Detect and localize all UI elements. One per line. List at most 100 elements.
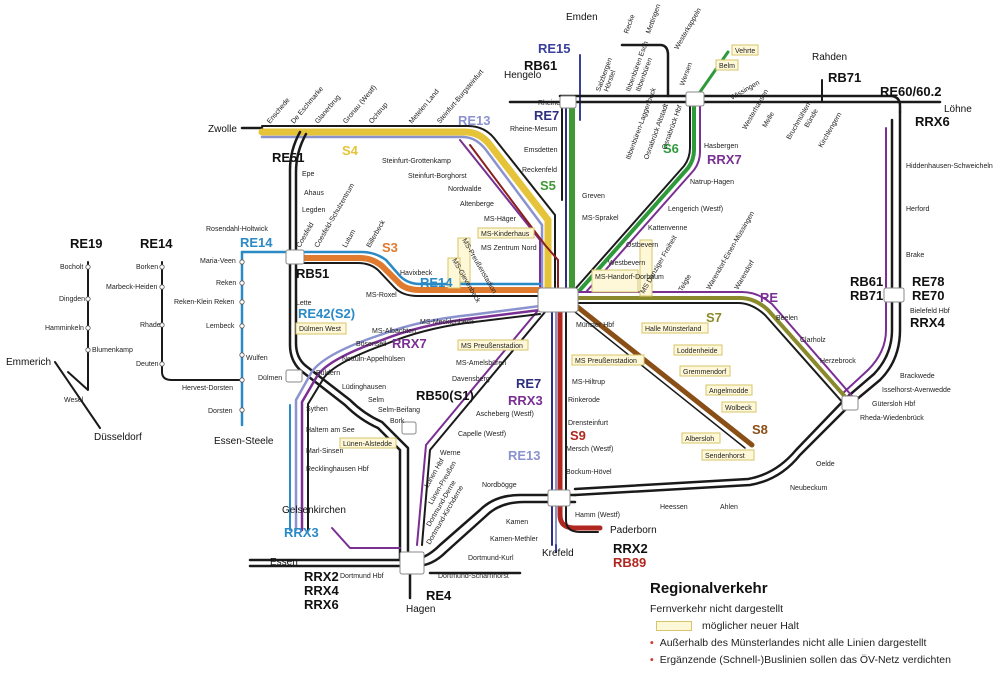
station-ms-hiltrup: MS-Hiltrup <box>572 379 605 386</box>
track-osnabrueck-north <box>620 43 670 98</box>
line-rrx2-pb: RRX2 <box>613 541 648 556</box>
station-halle-ml: Halle Münsterland <box>645 326 702 333</box>
station-lette: Lette <box>296 300 312 307</box>
station-dortmund-scharnhorst: Dortmund-Scharnhorst <box>438 573 509 580</box>
track-s6 <box>578 102 696 292</box>
bullet-icon: • <box>650 637 654 649</box>
station-ms-preussen-s: MS Preußenstadion <box>575 358 637 365</box>
line-s6: S6 <box>663 141 679 156</box>
dot <box>85 347 91 353</box>
station-kamen: Kamen <box>506 519 528 526</box>
new-stop-swatch <box>656 621 692 632</box>
track-rrx7-osn <box>585 103 701 293</box>
station-mersch: Mersch (Westf) <box>566 446 613 453</box>
station-maria-veen: Maria-Veen <box>200 258 236 265</box>
station-ms-sprakel: MS-Sprakel <box>582 215 619 222</box>
station-kirchlengern: Kirchlengern <box>818 111 844 149</box>
track-emmerich-duesseldorf <box>54 361 101 429</box>
dot <box>239 352 245 358</box>
line-rb71-top: RB71 <box>828 70 861 85</box>
city-essen: Essen <box>270 557 298 568</box>
station-borken: Borken <box>136 264 158 271</box>
track-warendorf-black <box>574 302 845 405</box>
new-stop-gievenbeck <box>447 257 461 289</box>
station-hamm: Hamm (Westf) <box>575 512 620 519</box>
line-s8: S8 <box>752 422 768 437</box>
station-ascheberg: Ascheberg (Westf) <box>476 411 534 418</box>
station-duelmen: Dülmen <box>258 375 282 382</box>
station-davensberg: Davensberg <box>452 376 490 383</box>
city-hengelo: Hengelo <box>504 70 542 81</box>
station-gremmendorf: Gremmendorf <box>683 369 726 376</box>
city-emmerich: Emmerich <box>6 357 51 368</box>
legend-note-1-text: Außerhalb des Münsterlandes nicht alle L… <box>659 637 927 649</box>
dot <box>239 280 245 286</box>
dot <box>159 284 165 290</box>
station-beelen: Beelen <box>776 315 798 322</box>
station-rheine: Rheine <box>538 100 560 107</box>
new-stop-kinderhaus <box>477 227 535 239</box>
station-ms-preussen-w: MS Preußenstadion <box>461 343 523 350</box>
station-albersloh: Albersloh <box>685 436 714 443</box>
line-s3: S3 <box>382 240 398 255</box>
station-lembeck: Lembeck <box>206 323 235 330</box>
station-recklinghausen: Recklinghausen Hbf <box>306 466 369 473</box>
station-greven: Greven <box>582 193 605 200</box>
station-reckenfeld: Reckenfeld <box>522 167 557 174</box>
line-rb61-right: RB61 <box>850 274 883 289</box>
station-lengerich: Lengerich (Westf) <box>668 206 723 213</box>
station-ms-roxel: MS-Roxel <box>366 292 397 299</box>
line-re4: RE4 <box>426 588 452 603</box>
legend-subtitle: Fernverkehr nicht dargestellt <box>650 603 784 615</box>
new-stop-danziger <box>639 239 653 297</box>
line-re51: RE51 <box>272 150 305 165</box>
station-emsdetten: Emsdetten <box>524 147 558 154</box>
line-rb50: RB50(S1) <box>416 388 474 403</box>
hub-osnabrueck <box>685 91 705 107</box>
station-nordboegge: Nordbögge <box>482 482 517 489</box>
line-re60: RE60/60.2 <box>880 84 941 99</box>
dot <box>85 296 91 302</box>
track-re-warendorf <box>574 291 853 397</box>
track-s4-gronau <box>258 128 552 294</box>
station-epe: Epe <box>302 171 315 178</box>
station-recke: Recke <box>623 14 636 35</box>
station-heessen: Heessen <box>660 504 688 511</box>
station-neubeckum: Neubeckum <box>790 485 828 492</box>
legend-new-stop-text: möglicher neuer Halt <box>702 620 799 632</box>
line-re13-mid: RE13 <box>508 448 541 463</box>
line-rrx3-mid: RRX3 <box>508 393 543 408</box>
station-sythen: Sythen <box>306 406 328 413</box>
line-s4: S4 <box>342 143 359 158</box>
station-kamen-methler: Kamen-Methler <box>490 536 539 543</box>
station-ms-haeger: MS-Häger <box>484 216 517 223</box>
station-dortmund-hbf: Dortmund Hbf <box>340 573 384 580</box>
line-re14-west: RE14 <box>420 275 453 290</box>
station-deuten: Deuten <box>136 361 159 368</box>
track-bielefeld-east-b <box>573 118 894 491</box>
dot <box>159 322 165 328</box>
station-rheine-mesum: Rheine-Mesum <box>510 126 558 133</box>
station-ms-mecklenbeck: MS-Mecklenbeck <box>420 319 474 326</box>
hub-hamm <box>547 489 571 507</box>
station-hasbergen: Hasbergen <box>704 143 738 150</box>
station-hervest: Hervest-Dorsten <box>182 385 233 392</box>
new-stop-ms-preussen-s <box>571 354 645 366</box>
station-selm: Selm <box>368 397 384 404</box>
station-hiddenhausen: Hiddenhausen-Schweicheln <box>906 163 993 170</box>
track-re13-steinfurt <box>260 135 544 292</box>
hub-bielefeld <box>883 287 905 303</box>
station-ochtrup: Ochtrup <box>368 102 389 126</box>
station-rhade: Rhade <box>140 322 161 329</box>
track-bielefeld-rrx <box>841 127 887 395</box>
hubs <box>285 91 905 575</box>
city-duesseldorf: Düsseldorf <box>94 432 142 443</box>
city-rahden: Rahden <box>812 52 847 63</box>
station-warendorf-einen: Warendorf-Einen-Müssingen <box>706 210 757 291</box>
new-stop-albersloh <box>681 432 721 444</box>
station-boesensell: Bösensell <box>356 341 387 348</box>
station-reken: Reken <box>216 280 236 287</box>
track-re14-borken <box>161 261 243 381</box>
new-stop-luenen-alstedde <box>339 437 397 449</box>
legend-title: Regionalverkehr <box>650 580 768 597</box>
